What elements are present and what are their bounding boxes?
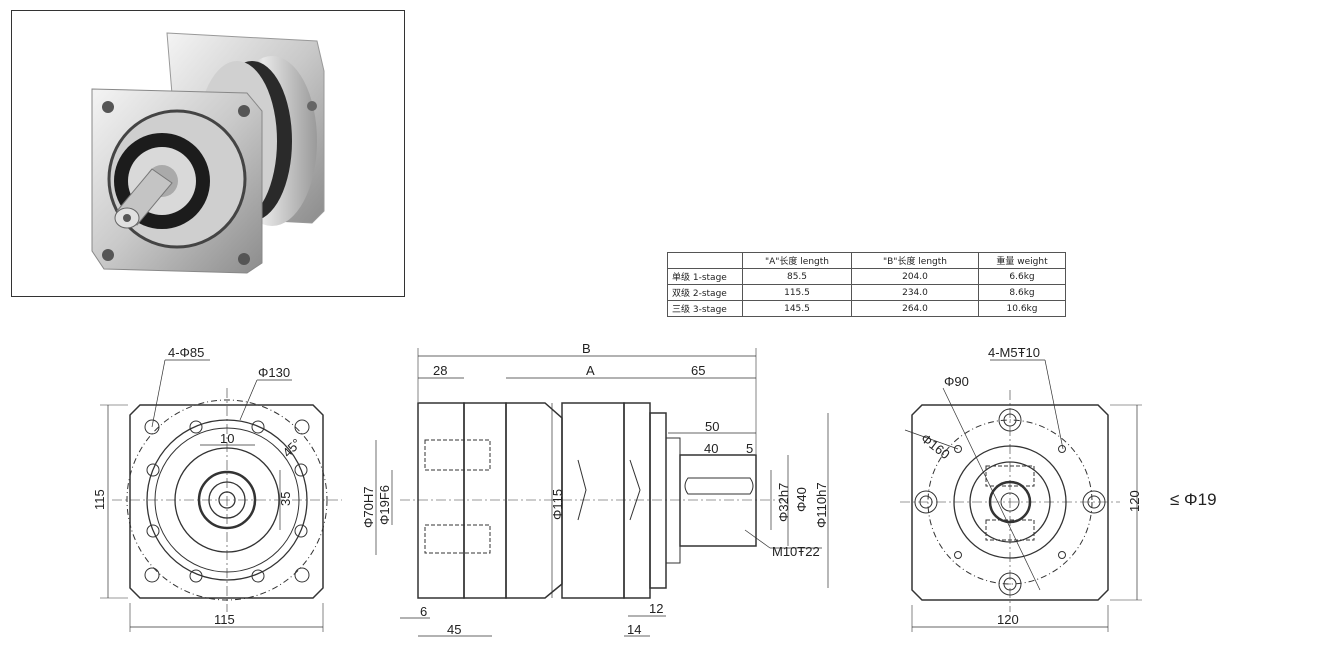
front-angle-label: 45° (280, 436, 305, 461)
table-cell: 115.5 (742, 284, 852, 301)
table-header-row: "A"长度 length "B"长度 length 重量 weight (667, 252, 1066, 269)
table-row: 三级 3-stage 145.5 264.0 10.6kg (667, 300, 1066, 317)
header-cell: 重量 weight (978, 252, 1066, 269)
table-cell: 264.0 (851, 300, 979, 317)
technical-drawing: 4-Φ85 Φ130 10 35 115 115 45° B A 28 65 Φ… (92, 341, 1217, 637)
rear-height-label: 120 (1127, 490, 1142, 512)
rear-d160-label: Φ160 (918, 431, 953, 463)
side-d-shaft-label: Φ32h7 (776, 483, 791, 522)
front-width-label: 115 (214, 612, 235, 627)
side-right-12-label: 12 (649, 601, 663, 616)
table-cell: 85.5 (742, 268, 852, 285)
side-d-input-label: Φ70H7 (361, 487, 376, 528)
side-key-off-label: 40 (704, 441, 718, 456)
table-cell: 234.0 (851, 284, 979, 301)
side-b-label: B (582, 341, 591, 356)
header-cell: "A"长度 length (742, 252, 852, 269)
spec-table: "A"长度 length "B"长度 length 重量 weight 单级 1… (667, 252, 1066, 317)
product-photo (11, 10, 405, 297)
table-row: 单级 1-stage 85.5 204.0 6.6kg (667, 268, 1066, 285)
front-height-label: 115 (92, 489, 107, 510)
table-cell: 双级 2-stage (667, 284, 743, 301)
table-cell: 204.0 (851, 268, 979, 285)
side-right-14-label: 14 (627, 622, 641, 637)
table-cell: 145.5 (742, 300, 852, 317)
rear-d90-label: Φ90 (944, 374, 969, 389)
front-holes-label: 4-Φ85 (168, 345, 204, 360)
front-pcd-label: Φ130 (258, 365, 290, 380)
rear-width-label: 120 (997, 612, 1019, 627)
front-view (100, 359, 342, 632)
table-cell: 三级 3-stage (667, 300, 743, 317)
table-cell: 6.6kg (978, 268, 1066, 285)
side-a-label: A (586, 363, 595, 378)
rear-holes-label: 4-M5Ŧ10 (988, 345, 1040, 360)
side-tap-label: M10Ŧ22 (772, 544, 820, 559)
side-left-45-label: 45 (447, 622, 461, 637)
gearbox-illustration (91, 32, 325, 274)
table-cell: 单级 1-stage (667, 268, 743, 285)
side-d-step-label: Φ40 (794, 487, 809, 512)
side-left-six-label: 6 (420, 604, 427, 619)
side-d-pilot-label: Φ110h7 (814, 482, 829, 528)
rear-note-label: ≤ Φ19 (1170, 490, 1217, 509)
header-cell (667, 252, 743, 269)
front-depth-label: 35 (278, 492, 293, 506)
table-cell: 10.6kg (978, 300, 1066, 317)
side-key-end-label: 5 (746, 441, 753, 456)
table-row: 双级 2-stage 115.5 234.0 8.6kg (667, 284, 1066, 301)
side-d-body-label: Φ115 (550, 489, 565, 520)
side-shaft-len-label: 65 (691, 363, 705, 378)
table-cell: 8.6kg (978, 284, 1066, 301)
front-keyway-label: 10 (220, 431, 234, 446)
side-flange-label: 28 (433, 363, 447, 378)
side-d-bore-label: Φ19F6 (377, 485, 392, 525)
rear-view (900, 359, 1142, 632)
side-key-len-label: 50 (705, 419, 719, 434)
header-cell: "B"长度 length (851, 252, 979, 269)
side-view (375, 348, 829, 637)
